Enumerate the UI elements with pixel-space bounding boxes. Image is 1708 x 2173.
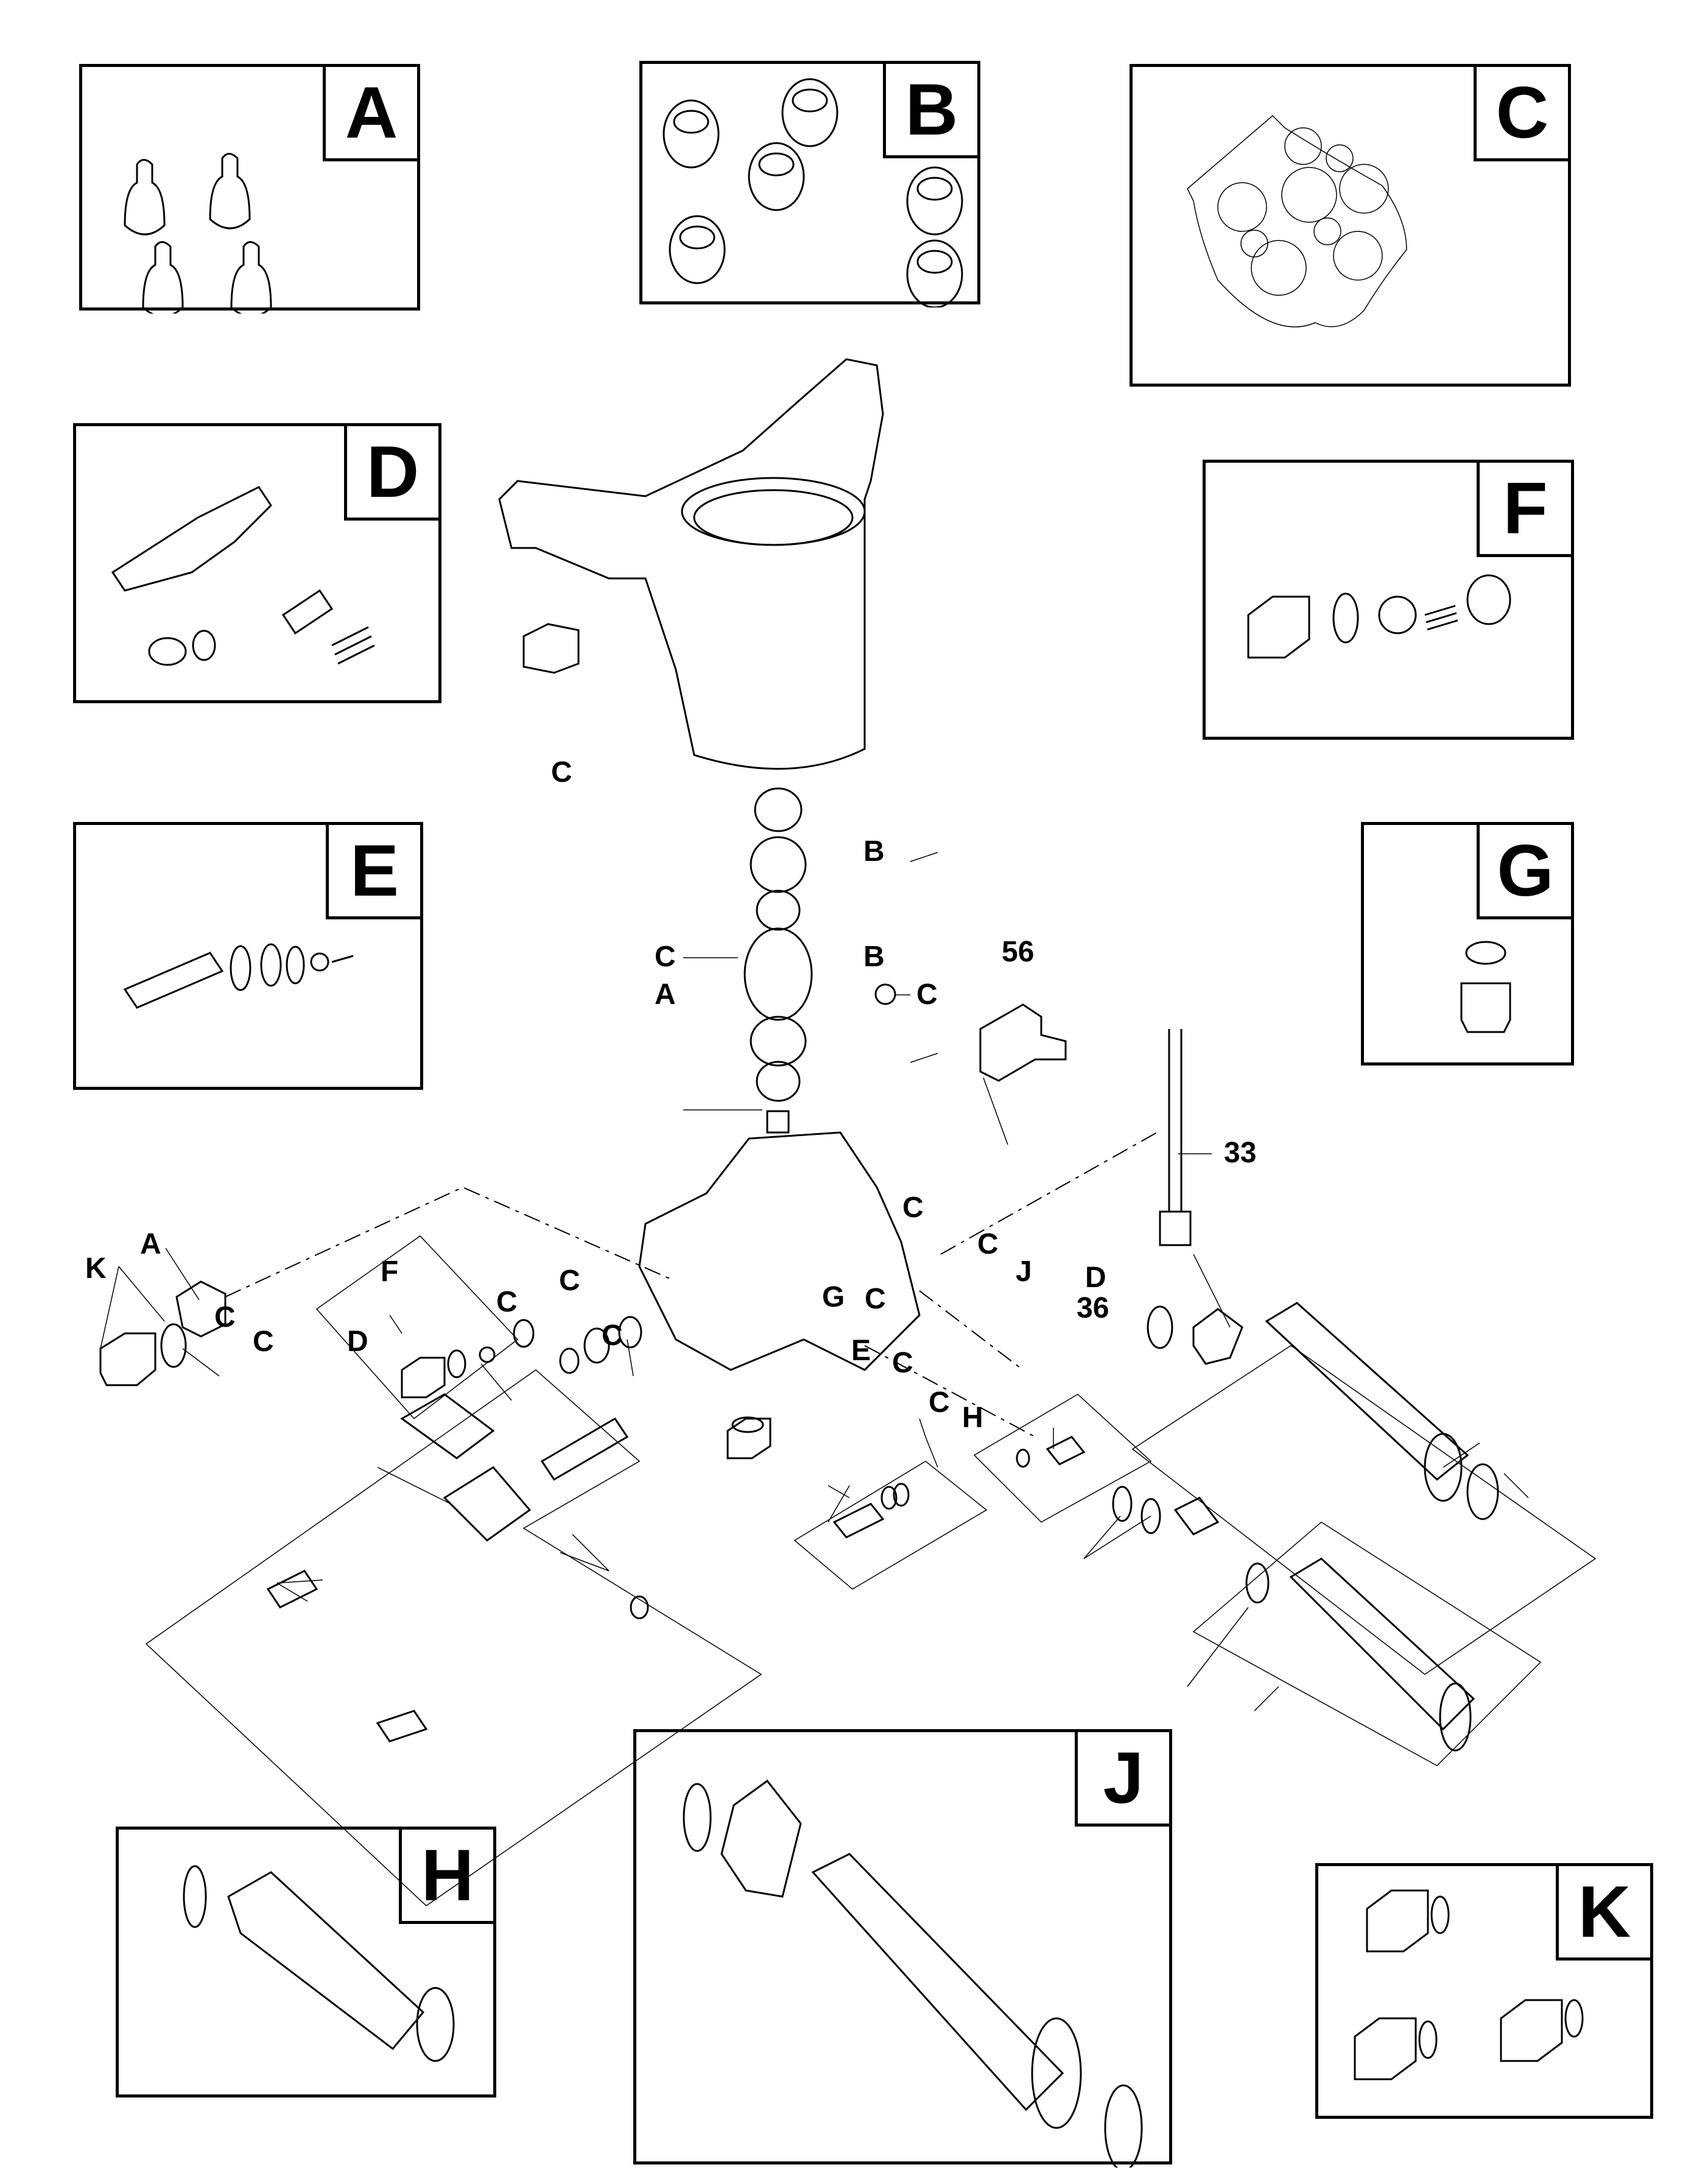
bolt-33 — [1159, 1029, 1192, 1246]
callout-e-label: E — [851, 1335, 871, 1367]
pump-manifold — [638, 1131, 921, 1371]
kit-label-b: B — [883, 61, 980, 158]
kit-box-k: K — [1315, 1863, 1653, 2119]
plugs-drawing — [1354, 1889, 1584, 2080]
callout-left-a: A — [140, 1228, 161, 1260]
assembly-lines — [225, 1132, 1158, 1438]
callout-stack-a: A — [655, 978, 676, 1011]
elbow-fitting-56 — [979, 1003, 1067, 1082]
plug-with-oring-drawing — [1460, 941, 1511, 1033]
kit-label-j: J — [1075, 1729, 1172, 1827]
kit-label-d: D — [344, 423, 441, 521]
chemical-injector-drawing — [123, 943, 354, 1009]
callout-d-c-mid: C — [602, 1319, 623, 1352]
kit-label-k: K — [1556, 1863, 1653, 1961]
kit-box-f: F — [1203, 460, 1574, 740]
leader-lines — [100, 852, 1529, 1711]
callout-e-c: C — [865, 1283, 886, 1315]
kit-box-b: B — [639, 61, 980, 307]
kit-box-c: C — [1130, 64, 1571, 387]
kit-box-j: J — [633, 1729, 1172, 2168]
callout-part-33: 33 — [1224, 1137, 1257, 1169]
seal-stack — [743, 787, 813, 1134]
kit-label-f: F — [1477, 460, 1574, 557]
callout-rd-label: D — [1085, 1262, 1106, 1294]
kit-f-outline — [315, 1235, 519, 1420]
piston-seals-drawing — [662, 78, 963, 307]
cap-ball — [874, 983, 896, 1005]
callout-g-label: G — [822, 1281, 845, 1313]
kit-box-d: D — [73, 423, 441, 703]
oring-bag-drawing — [1187, 114, 1407, 328]
kit-e-outline — [793, 1461, 988, 1590]
kit-d-outline — [145, 1369, 762, 1906]
callout-stack-c: C — [655, 941, 676, 973]
crankcase-housing — [498, 358, 884, 770]
kit-label-g: G — [1477, 822, 1574, 919]
kit-d2-outline — [973, 1394, 1152, 1523]
callout-housing-c: C — [551, 756, 572, 788]
callout-d-c-top: C — [559, 1265, 580, 1297]
callout-j-c: C — [902, 1192, 924, 1224]
callout-stack-b2: B — [863, 941, 885, 973]
kit-label-c: C — [1474, 64, 1571, 161]
callout-part-36: 36 — [1077, 1292, 1109, 1324]
inlet-fitting-drawing — [183, 1865, 455, 2062]
outlet-nipple-drawing — [683, 1779, 1143, 2168]
kit-box-g: G — [1361, 822, 1574, 1065]
callout-j-label: J — [1016, 1255, 1032, 1288]
check-valve-drawing — [1247, 574, 1511, 659]
callout-h-label: H — [962, 1402, 983, 1434]
kit-j-outline — [1131, 1345, 1597, 1675]
kit-box-a: A — [79, 64, 420, 314]
callout-cap-c: C — [916, 978, 938, 1011]
kit-h-outline — [1192, 1522, 1542, 1766]
callout-stack-b1: B — [863, 835, 885, 868]
callout-h-c: C — [929, 1386, 950, 1419]
unloader-valve-drawing — [111, 486, 375, 666]
callout-d-c-left: C — [253, 1325, 274, 1358]
callout-h-cc: C — [892, 1347, 913, 1379]
unloader-parts — [266, 1316, 649, 1743]
housing-plug — [522, 623, 580, 674]
callout-f-label: F — [381, 1255, 399, 1288]
right-parts — [726, 1302, 1499, 1752]
kit-box-h: H — [116, 1827, 496, 2098]
kit-label-e: E — [326, 822, 423, 919]
kit-label-a: A — [323, 64, 420, 161]
callout-left-c: C — [214, 1301, 236, 1333]
kit-outlines — [145, 1235, 1597, 1906]
callout-rd-c: C — [977, 1228, 999, 1260]
callout-f-c: C — [496, 1286, 518, 1318]
kit-label-h: H — [399, 1827, 496, 1924]
callout-left-k: K — [85, 1252, 107, 1285]
callout-d-label: D — [347, 1325, 368, 1358]
left-parts — [99, 1280, 535, 1399]
valve-caps-drawing — [124, 153, 272, 314]
callout-part-56: 56 — [1002, 936, 1035, 968]
kit-box-e: E — [73, 822, 423, 1090]
